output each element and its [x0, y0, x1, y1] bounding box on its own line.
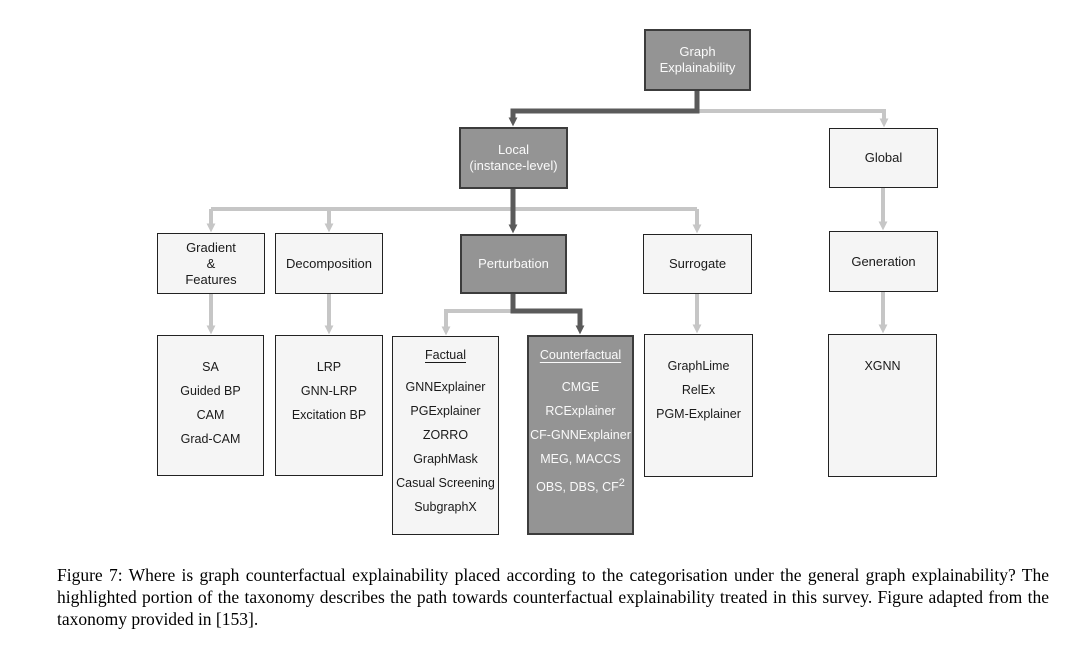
node-graph-explainability: Graph Explainability — [644, 29, 751, 91]
method-label: CMGE — [561, 380, 600, 394]
node-local: Local (instance-level) — [459, 127, 568, 189]
method-label: GNNExplainer — [405, 380, 486, 394]
method-label: RelEx — [681, 383, 716, 397]
leaf-surrogate-methods: GraphLime RelEx PGM-Explainer — [644, 334, 753, 477]
node-label: Global — [864, 150, 903, 165]
edge-perturbation-factual — [441, 309, 513, 336]
method-label: SA — [202, 360, 219, 374]
method-label: Grad-CAM — [180, 432, 241, 446]
leaf-factual-methods: Factual GNNExplainer PGExplainer ZORRO G… — [392, 336, 499, 535]
leaf-title-counterfactual: Counterfactual — [539, 348, 622, 362]
leaf-gradient-methods: SA Guided BP CAM Grad-CAM — [157, 335, 264, 476]
method-label: OBS, DBS, CF2 — [529, 471, 632, 499]
method-label: PGExplainer — [410, 404, 481, 418]
leaf-decomposition-methods: LRP GNN-LRP Excitation BP — [275, 335, 383, 476]
method-label: CF-GNNExplainer — [530, 428, 631, 442]
node-label: Explainability — [659, 60, 736, 75]
method-label: RCExplainer — [545, 404, 616, 418]
method-label: LRP — [316, 360, 342, 374]
leaf-counterfactual-methods: Counterfactual CMGE RCExplainer CF-GNNEx… — [527, 335, 634, 535]
node-perturbation: Perturbation — [460, 234, 567, 294]
node-label: Generation — [851, 253, 916, 269]
node-label: Local — [497, 142, 530, 157]
edge-perturbation-counterfactual — [510, 294, 585, 335]
method-label: XGNN — [864, 359, 901, 373]
node-label: (instance-level) — [469, 158, 558, 173]
method-label: SubgraphX — [414, 500, 477, 514]
node-label: & — [206, 255, 216, 271]
method-label: GraphMask — [413, 452, 478, 466]
node-surrogate: Surrogate — [643, 234, 752, 294]
figure-caption: Figure 7: Where is graph counterfactual … — [57, 564, 1049, 629]
method-label: GNN-LRP — [300, 384, 358, 398]
method-label: Casual Screening — [396, 476, 495, 490]
method-label: MEG, MACCS — [540, 452, 621, 466]
edge-root-global — [697, 109, 889, 128]
node-label: Surrogate — [668, 256, 727, 271]
node-gradient-features: Gradient & Features — [157, 233, 265, 294]
node-label: Perturbation — [478, 256, 549, 271]
node-label: Graph — [679, 44, 716, 59]
node-generation: Generation — [829, 231, 938, 292]
leaf-generation-methods: XGNN — [828, 334, 937, 477]
node-global: Global — [829, 128, 938, 188]
method-label-superscript: 2 — [618, 477, 625, 489]
method-label: Excitation BP — [291, 408, 367, 422]
node-label: Features — [185, 271, 237, 287]
edge-root-local — [508, 91, 700, 127]
method-label: GraphLime — [667, 359, 730, 373]
method-label-base: OBS, DBS, CF — [536, 480, 619, 495]
node-decomposition: Decomposition — [275, 233, 383, 294]
method-label: CAM — [196, 408, 225, 422]
method-label: Guided BP — [180, 384, 241, 398]
method-label: ZORRO — [422, 428, 469, 442]
leaf-title-factual: Factual — [425, 348, 466, 362]
node-label: Gradient — [186, 239, 236, 255]
node-label: Decomposition — [286, 255, 372, 271]
method-label: PGM-Explainer — [656, 407, 741, 421]
